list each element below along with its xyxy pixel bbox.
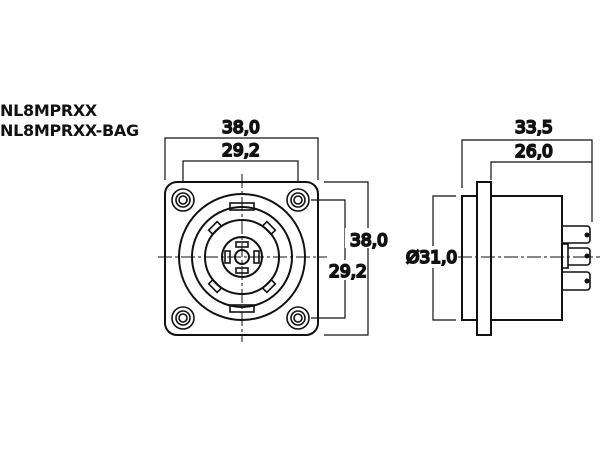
model-name: NL8MPRXX [0,101,97,120]
model-name-bag: NL8MPRXX-BAG [0,121,139,140]
dim-height-holes: 29,2 [329,262,367,282]
side-dimensions [432,139,593,321]
keys [207,202,277,313]
dim-body-depth: 26,0 [515,142,553,162]
front-plate [461,195,478,321]
body [490,195,563,321]
front-dimensions [164,137,369,336]
front-view [158,137,369,342]
dim-width-holes: 29,2 [222,141,260,161]
dim-diameter: Ø31,0 [406,248,457,268]
side-view [432,139,600,336]
dim-total-depth: 33,5 [515,118,553,138]
centerlines [158,174,327,342]
mounting-holes [171,188,310,330]
dim-height-outer: 38,0 [350,231,388,251]
dim-width-outer: 38,0 [222,118,260,138]
flange [476,181,492,336]
